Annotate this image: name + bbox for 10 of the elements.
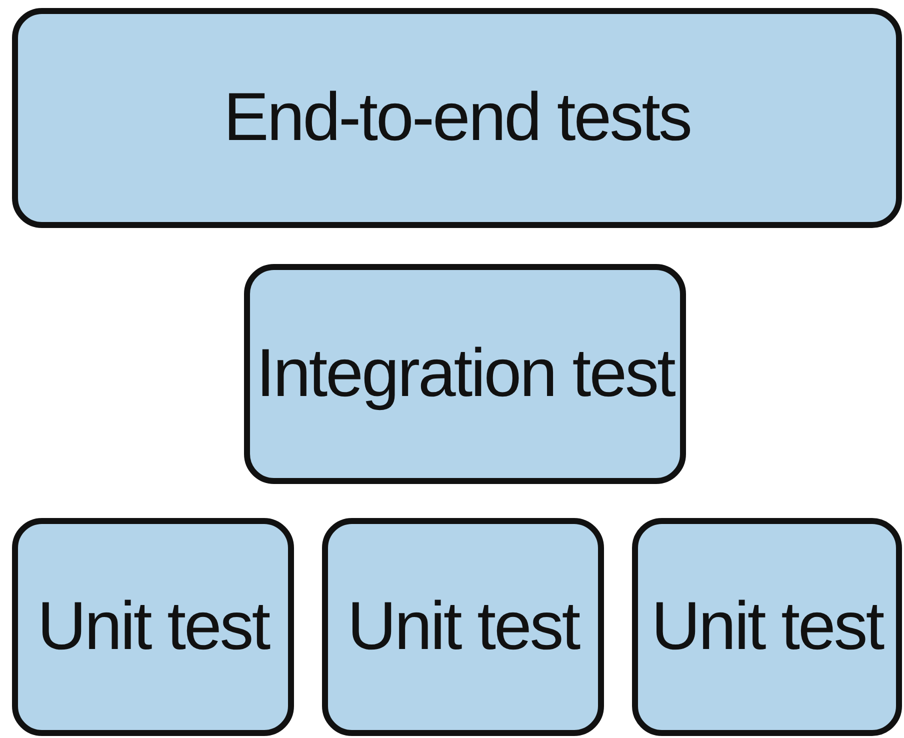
box-label: End-to-end tests bbox=[224, 78, 690, 158]
test-box bbox=[322, 518, 604, 736]
box-label: Unit test bbox=[347, 587, 579, 666]
test-box bbox=[12, 518, 294, 736]
box-label: Integration test bbox=[256, 334, 674, 414]
box-label: Unit test bbox=[651, 587, 883, 666]
box-label: Unit test bbox=[37, 587, 269, 666]
test-box bbox=[632, 518, 902, 736]
test-box bbox=[244, 264, 686, 484]
test-box bbox=[12, 8, 902, 228]
